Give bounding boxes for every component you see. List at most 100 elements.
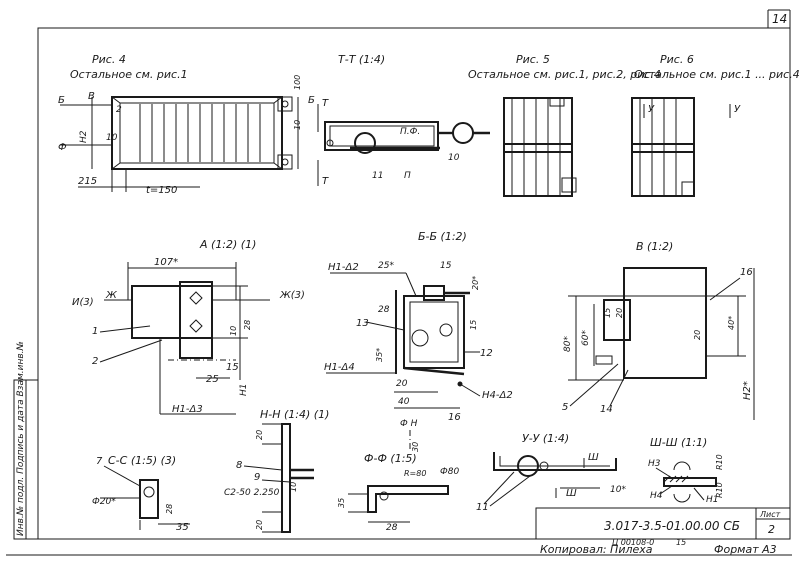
- view-yy: У-У (1:4) Ш Ш 10* 11: [476, 432, 626, 513]
- svg-text:15: 15: [469, 320, 478, 330]
- svg-text:35*: 35*: [375, 348, 384, 362]
- svg-text:35: 35: [337, 498, 346, 508]
- svg-text:С2-50 2.250: С2-50 2.250: [224, 488, 280, 498]
- svg-text:Ф80: Ф80: [440, 467, 459, 477]
- svg-text:14: 14: [600, 404, 613, 415]
- svg-text:Ф: Ф: [58, 142, 67, 153]
- svg-text:80*: 80*: [563, 336, 573, 352]
- svg-text:Н2: Н2: [79, 130, 89, 143]
- svg-text:В: В: [88, 91, 95, 102]
- svg-text:Ж: Ж: [105, 290, 118, 301]
- svg-text:15: 15: [440, 261, 452, 271]
- svg-text:16: 16: [740, 267, 753, 278]
- svg-text:15: 15: [226, 362, 239, 373]
- yy-title: У-У (1:4): [522, 432, 569, 445]
- svg-text:Ф20*: Ф20*: [92, 497, 116, 507]
- svg-text:Н1: Н1: [239, 384, 249, 397]
- svg-text:Н2*: Н2*: [742, 381, 753, 400]
- view-hh: Н-Н (1:4) (1) 20 8 С2-50 2.250 9 10 20: [224, 408, 329, 533]
- svg-text:13: 13: [356, 318, 369, 329]
- sheet-label: Лист: [759, 510, 781, 519]
- designation: 3.017-3.5-01.00.00 СБ: [604, 519, 740, 533]
- svg-text:t=150: t=150: [146, 185, 177, 196]
- view-shsh: Ш-Ш (1:1) Н3 Н4 Н1 R10 R10: [648, 436, 724, 505]
- svg-text:Н3: Н3: [648, 459, 661, 469]
- svg-text:У: У: [734, 104, 741, 115]
- sheet-number: 2: [768, 523, 775, 536]
- a-title: А (1:2) (1): [199, 238, 256, 251]
- svg-text:9: 9: [254, 472, 260, 483]
- svg-text:Н4-Δ2: Н4-Δ2: [482, 390, 513, 401]
- svg-text:40: 40: [398, 397, 410, 407]
- svg-text:У: У: [648, 104, 655, 115]
- view-cc: С-С (1:5) (3) 7 Ф20* 28 35: [92, 454, 190, 533]
- svg-text:28: 28: [165, 504, 174, 514]
- svg-text:П.Ф.: П.Ф.: [400, 127, 420, 137]
- view-ff: Ф-Ф (1:5) R=80 Ф80 35 28: [337, 452, 459, 533]
- svg-text:Т: Т: [322, 98, 329, 109]
- svg-text:30: 30: [411, 442, 420, 452]
- svg-text:И(3): И(3): [72, 297, 94, 308]
- view-bb: Б-Б (1:2) Н1-Δ2 25* 15 20* 28 13 Н1-Δ4 3…: [324, 230, 513, 452]
- svg-text:Ф Н: Ф Н: [400, 419, 418, 429]
- svg-text:11: 11: [476, 502, 489, 513]
- svg-text:Ж(3): Ж(3): [279, 290, 305, 301]
- fig6-subtitle: Остальное см. рис.1 ... рис.4: [634, 68, 800, 81]
- view-tt: Т-Т (1:4) Т Т П.Ф. 10 11 П: [317, 53, 490, 187]
- svg-text:Н1-Δ3: Н1-Δ3: [172, 404, 203, 415]
- svg-text:Т: Т: [322, 176, 329, 187]
- stamp-suffix: 15: [676, 538, 686, 547]
- v-title: В (1:2): [636, 240, 673, 253]
- fig4-title: Рис. 4: [92, 53, 126, 66]
- svg-text:107*: 107*: [154, 257, 178, 268]
- svg-text:П: П: [404, 171, 411, 181]
- svg-text:10: 10: [289, 482, 298, 492]
- fig5-title: Рис. 5: [516, 53, 550, 66]
- svg-text:28: 28: [386, 523, 398, 533]
- svg-text:10: 10: [448, 153, 460, 163]
- svg-text:16: 16: [448, 412, 461, 423]
- hh-title: Н-Н (1:4) (1): [260, 408, 329, 421]
- stamp-code: Ц 00108-0: [612, 538, 654, 547]
- page-number: 14: [772, 12, 787, 26]
- svg-text:11: 11: [372, 171, 383, 181]
- svg-text:10: 10: [229, 326, 238, 336]
- svg-text:5: 5: [562, 402, 568, 413]
- svg-text:Н4: Н4: [650, 491, 663, 501]
- svg-text:20: 20: [693, 330, 702, 340]
- format: Формат А3: [714, 543, 777, 556]
- svg-text:Б: Б: [58, 95, 65, 106]
- svg-text:20: 20: [396, 379, 408, 389]
- svg-text:40*: 40*: [727, 316, 736, 330]
- svg-text:20: 20: [615, 308, 624, 318]
- view-fig6: Рис. 6 Остальное см. рис.1 ... рис.4 У У: [631, 53, 800, 197]
- svg-text:35: 35: [176, 522, 189, 533]
- svg-text:10*: 10*: [610, 485, 626, 495]
- svg-text:Ш: Ш: [588, 452, 599, 463]
- inner-frame: [37, 27, 791, 540]
- svg-text:Ш: Ш: [566, 488, 577, 499]
- svg-text:25: 25: [206, 374, 219, 385]
- svg-text:12: 12: [480, 348, 493, 359]
- svg-text:25*: 25*: [378, 261, 394, 271]
- ff-title: Ф-Ф (1:5): [364, 452, 417, 465]
- svg-text:Н1-Δ4: Н1-Δ4: [324, 362, 355, 373]
- view-a: А (1:2) (1) 107* И(3) Ж Ж(3) 1 2 10 28 2…: [72, 238, 305, 415]
- svg-text:R=80: R=80: [404, 469, 426, 478]
- view-fig5: Рис. 5 Остальное см. рис.1, рис.2, рис.4: [468, 53, 661, 197]
- svg-text:20*: 20*: [471, 276, 480, 290]
- svg-text:Б: Б: [308, 95, 315, 106]
- svg-text:215: 215: [78, 176, 97, 187]
- svg-text:10: 10: [293, 120, 302, 130]
- fig6-title: Рис. 6: [660, 53, 694, 66]
- tt-title: Т-Т (1:4): [338, 53, 385, 66]
- svg-text:1: 1: [92, 326, 98, 337]
- svg-text:2: 2: [92, 356, 98, 367]
- fig5-subtitle: Остальное см. рис.1, рис.2, рис.4: [468, 68, 661, 81]
- svg-text:20: 20: [255, 430, 264, 440]
- svg-text:Н1: Н1: [706, 495, 719, 505]
- view-v: В (1:2) 16 80* 60* 15 20 20 40* Н2* 5 14: [562, 240, 755, 420]
- svg-text:15: 15: [603, 308, 612, 318]
